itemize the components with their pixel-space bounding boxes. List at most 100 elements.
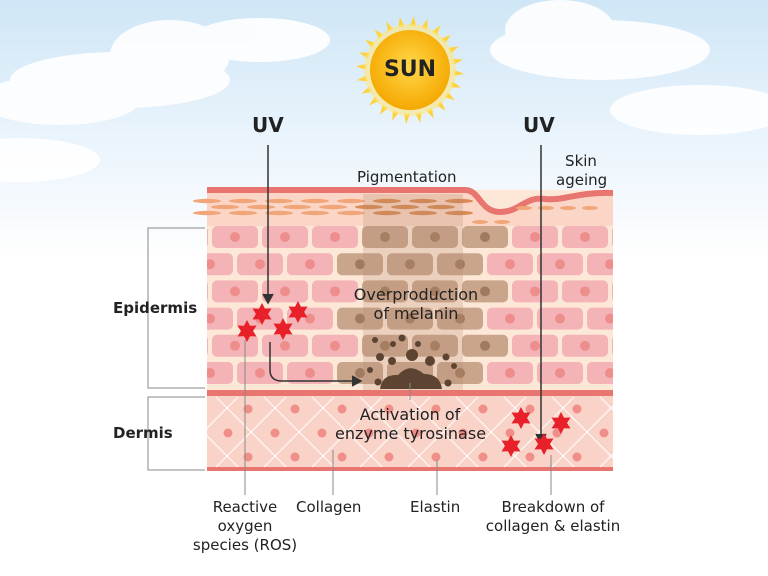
elastin-dot bbox=[552, 428, 562, 438]
uv-label-left: UV bbox=[252, 113, 284, 137]
cell-nucleus bbox=[430, 286, 440, 297]
elastin-dot bbox=[525, 404, 535, 414]
ros-label: Reactive oxygen species (ROS) bbox=[180, 498, 310, 555]
cell-nucleus bbox=[180, 341, 190, 351]
melanin-granule bbox=[425, 356, 435, 366]
collagen-fiber bbox=[359, 397, 431, 467]
elastin-dot bbox=[337, 452, 347, 462]
elastin-dot bbox=[317, 428, 327, 438]
melanin-granules bbox=[367, 334, 457, 389]
corneum-flake bbox=[538, 206, 554, 210]
corneum-flake bbox=[391, 204, 419, 210]
epidermal-cell bbox=[612, 282, 613, 301]
melanin-granule bbox=[374, 378, 382, 386]
ros-star-icon bbox=[501, 435, 521, 457]
corneum-flake bbox=[560, 206, 576, 210]
cell-nucleus bbox=[580, 232, 590, 242]
cell-nucleus bbox=[505, 259, 515, 270]
corneum-flake bbox=[427, 204, 455, 210]
corneum-flake bbox=[409, 210, 437, 216]
cell-nucleus bbox=[580, 340, 590, 351]
corneum-flake bbox=[373, 198, 401, 204]
corneum-flake bbox=[337, 210, 365, 216]
cell-nucleus bbox=[280, 286, 290, 297]
ros-line1: Reactive bbox=[212, 498, 278, 516]
cell-nucleus bbox=[580, 286, 590, 297]
cell-nucleus bbox=[155, 259, 165, 269]
collagen-fiber bbox=[455, 397, 527, 467]
epidermis-label: Epidermis bbox=[113, 299, 198, 317]
elastin-dot bbox=[290, 404, 300, 414]
elastin-dot bbox=[458, 428, 468, 438]
collagen-fiber bbox=[648, 397, 718, 467]
cell-nucleus bbox=[405, 259, 415, 270]
elastin-dot bbox=[337, 404, 347, 414]
epidermal-cell bbox=[587, 362, 613, 384]
collagen-fiber bbox=[599, 397, 613, 411]
dermis-bottom-line bbox=[207, 467, 613, 471]
leader-lines bbox=[147, 227, 552, 495]
dermis-layer bbox=[207, 396, 718, 467]
cell-nucleus bbox=[355, 259, 365, 270]
elastin-dot bbox=[478, 404, 488, 414]
cell-nucleus bbox=[530, 340, 540, 351]
cell-nucleus bbox=[380, 340, 390, 351]
sun-ray bbox=[410, 16, 417, 27]
melanin-granule bbox=[376, 353, 384, 361]
clouds bbox=[0, 0, 768, 182]
epidermal-cell bbox=[587, 253, 613, 276]
cell-nucleus bbox=[230, 232, 240, 242]
collagen-fiber bbox=[207, 435, 239, 467]
collagen-fiber bbox=[407, 397, 479, 467]
corneum-flake bbox=[229, 210, 257, 216]
cell-nucleus bbox=[605, 313, 613, 324]
breakdown-line1: Breakdown of bbox=[501, 498, 605, 516]
elastin-dot bbox=[243, 452, 253, 462]
epidermal-cell bbox=[207, 253, 233, 276]
activation-line2: enzyme tyrosinase bbox=[335, 424, 487, 443]
collagen-fiber bbox=[263, 397, 335, 467]
cell-nucleus bbox=[207, 368, 215, 378]
corneum-flake bbox=[283, 204, 311, 210]
corneum-flake bbox=[582, 206, 598, 210]
skin-ageing-line2: ageing bbox=[556, 171, 608, 189]
elastin-dot bbox=[478, 452, 488, 462]
cell-nucleus bbox=[530, 286, 540, 297]
corneum-flake bbox=[301, 198, 329, 204]
cell-nucleus bbox=[555, 368, 565, 378]
cell-nucleus bbox=[455, 259, 465, 270]
cell-nucleus bbox=[480, 286, 490, 297]
collagen-label: Collagen bbox=[296, 498, 362, 516]
cell-nucleus bbox=[330, 340, 340, 351]
cell-nucleus bbox=[330, 286, 340, 297]
epidermal-cell bbox=[207, 228, 208, 246]
cell-nucleus bbox=[380, 232, 390, 242]
cell-nucleus bbox=[230, 286, 240, 297]
melanin-granule bbox=[390, 341, 396, 347]
breakdown-label: Breakdown of collagen & elastin bbox=[478, 498, 628, 536]
elastin-dot bbox=[364, 428, 374, 438]
pigmentation-label: Pigmentation bbox=[357, 168, 457, 186]
cell-nucleus bbox=[555, 313, 565, 324]
cell-nucleus bbox=[280, 340, 290, 351]
melanin-granule bbox=[398, 334, 406, 342]
elastin-dot bbox=[290, 452, 300, 462]
corneum-flake bbox=[516, 206, 532, 210]
cell-nucleus bbox=[480, 232, 490, 242]
ros-line3: species (ROS) bbox=[192, 536, 298, 554]
ros-star-icon bbox=[288, 301, 308, 323]
elastin-dot bbox=[599, 428, 609, 438]
cell-nucleus bbox=[180, 286, 190, 296]
ros-stars bbox=[237, 301, 571, 457]
corneum-flake bbox=[355, 204, 383, 210]
collagen-fiber bbox=[648, 397, 718, 467]
corneum-flake bbox=[247, 204, 275, 210]
sun-ray bbox=[356, 63, 367, 70]
corneum-flake bbox=[472, 220, 488, 224]
elastin-dot bbox=[431, 452, 441, 462]
cell-nucleus bbox=[430, 340, 440, 351]
sun-icon bbox=[356, 16, 464, 124]
cell-nucleus bbox=[505, 313, 515, 324]
epidermal-cell bbox=[587, 307, 613, 330]
